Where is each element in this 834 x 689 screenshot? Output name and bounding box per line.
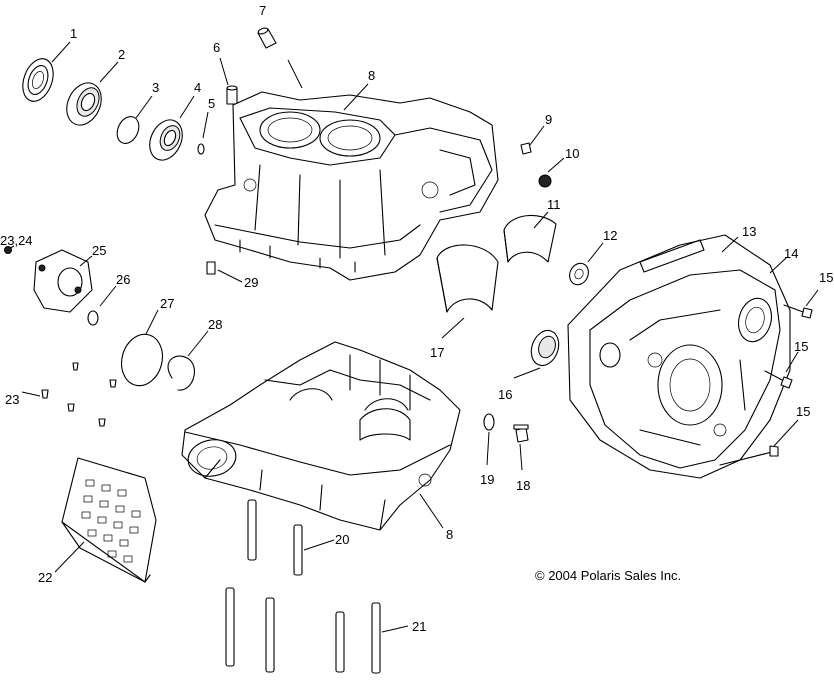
part-13-gasket <box>567 234 791 479</box>
callout-11: 11 <box>547 197 561 212</box>
callout-12: 12 <box>603 228 617 243</box>
part-14-crankcase-cover <box>589 269 781 469</box>
callout-15-a: 15 <box>819 270 833 285</box>
callout-1: 1 <box>70 26 77 41</box>
callout-13: 13 <box>742 224 756 239</box>
callout-20: 20 <box>335 532 349 547</box>
part-21-stud-b <box>265 597 275 673</box>
part-26-o-ring <box>87 310 99 326</box>
callout-28: 28 <box>208 317 222 332</box>
part-6-dowel-pin <box>226 85 238 105</box>
callout-6: 6 <box>213 40 220 55</box>
part-15-bolt-c <box>719 445 779 466</box>
callout-9: 9 <box>545 112 552 127</box>
part-23-small-bolts <box>41 362 117 427</box>
callout-27: 27 <box>160 296 174 311</box>
leader-lines <box>9 41 819 633</box>
part-10-plug <box>538 174 552 188</box>
callout-26: 26 <box>116 272 130 287</box>
callout-15-c: 15 <box>796 404 810 419</box>
callout-4: 4 <box>194 80 201 95</box>
part-29-dowel <box>206 261 216 275</box>
callout-2: 2 <box>118 47 125 62</box>
callout-21: 21 <box>412 619 426 634</box>
part-8-lower-crankcase <box>181 341 461 531</box>
part-12-washer <box>569 262 589 286</box>
part-3-snap-ring <box>116 116 140 144</box>
callout-14: 14 <box>784 246 798 261</box>
callout-22: 22 <box>38 570 52 585</box>
callout-8-upper: 8 <box>368 68 375 83</box>
callout-10: 10 <box>565 146 579 161</box>
part-22-skid-plate <box>61 457 157 583</box>
part-19-washer <box>483 413 495 431</box>
part-8-upper-crankcase <box>204 91 499 281</box>
part-15-bolt-a <box>783 304 813 319</box>
part-20-stud-a <box>247 499 257 561</box>
callout-16: 16 <box>498 387 512 402</box>
callout-15-b: 15 <box>794 339 808 354</box>
part-18-plug <box>513 424 529 443</box>
part-27-cap <box>120 333 164 387</box>
part-2-bearing <box>66 82 102 126</box>
callout-5: 5 <box>208 96 215 111</box>
part-7-dowel <box>257 27 277 49</box>
part-25-cap-housing <box>33 249 93 313</box>
copyright-notice: © 2004 Polaris Sales Inc. <box>535 568 681 583</box>
part-4-bearing <box>149 119 183 161</box>
callout-8-lower: 8 <box>446 527 453 542</box>
part-15-bolt-b <box>764 370 793 389</box>
part-21-stud-c <box>335 611 345 673</box>
callout-7: 7 <box>259 3 266 18</box>
part-28-snap-ring <box>167 355 195 391</box>
callout-17: 17 <box>430 345 444 360</box>
callout-19: 19 <box>480 472 494 487</box>
part-5-o-ring <box>197 143 205 155</box>
part-11-bearing-shell <box>503 214 557 263</box>
part-16-seal <box>530 329 560 367</box>
part-17-bearing-shell <box>436 244 499 313</box>
callout-23-24: 23,24 <box>0 233 33 248</box>
part-9-plug <box>520 142 532 155</box>
part-21-stud-d <box>371 602 381 674</box>
part-23-24-bolt <box>4 246 12 254</box>
part-20-stud-b <box>293 524 303 576</box>
part-1-seal <box>22 58 54 102</box>
callout-29: 29 <box>244 275 258 290</box>
part-21-stud-a <box>225 587 235 667</box>
callout-3: 3 <box>152 80 159 95</box>
callout-25: 25 <box>92 243 106 258</box>
callout-18: 18 <box>516 478 530 493</box>
callout-23: 23 <box>5 392 19 407</box>
